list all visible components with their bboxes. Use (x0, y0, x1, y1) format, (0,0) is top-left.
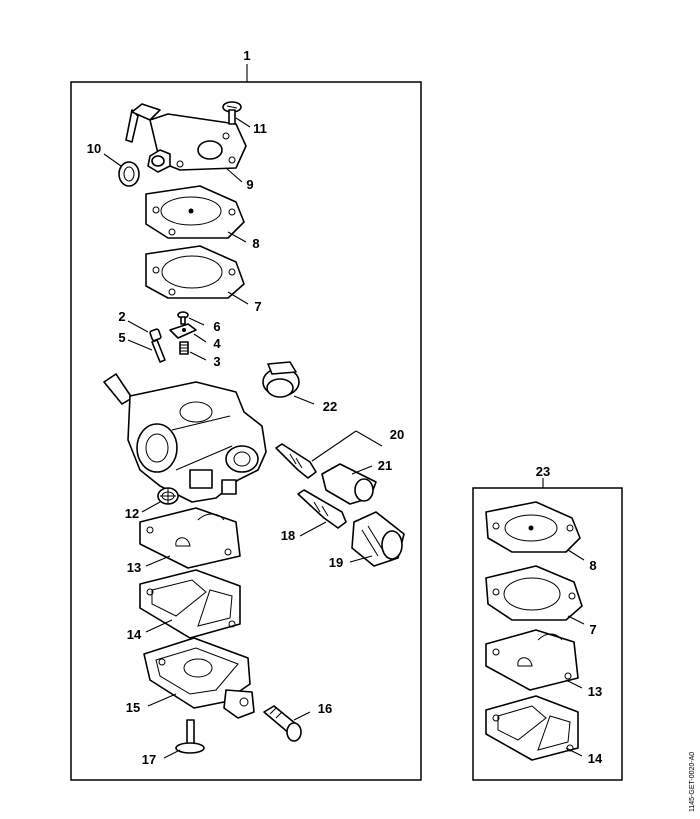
part-20-needle (275, 443, 317, 479)
part-10-o-ring (118, 161, 140, 187)
label-9: 9 (246, 177, 253, 192)
label-1: 1 (243, 48, 250, 63)
part-5-pin (151, 339, 166, 363)
gasket-kit-frame (472, 487, 623, 781)
kit-part-7-gasket (485, 565, 583, 621)
label-16: 16 (318, 701, 332, 716)
label-8: 8 (252, 236, 259, 251)
part-12-filter-screen (157, 487, 179, 505)
kit-part-8-diaphragm (485, 501, 581, 553)
kit-label-8: 8 (589, 558, 596, 573)
label-12: 12 (125, 506, 139, 521)
label-13: 13 (127, 560, 141, 575)
part-17-screw (175, 719, 205, 754)
label-7: 7 (254, 299, 261, 314)
kit-label-14: 14 (588, 751, 603, 766)
label-22: 22 (323, 399, 337, 414)
label-17: 17 (142, 752, 156, 767)
label-6: 6 (213, 319, 220, 334)
label-20: 20 (390, 427, 404, 442)
label-18: 18 (281, 528, 295, 543)
part-18-adjusting-screw (297, 489, 347, 529)
reference-code: 1145-GET-0020-A0 (689, 752, 696, 812)
label-15: 15 (126, 700, 140, 715)
part-7-gasket (145, 245, 245, 299)
label-2: 2 (118, 309, 125, 324)
label-14: 14 (127, 627, 142, 642)
part-2-needle-valve (149, 328, 162, 342)
part-21-limiter-cap (321, 463, 377, 505)
carburetor-assembly-frame (70, 81, 422, 781)
kit-label-13: 13 (588, 684, 602, 699)
label-10: 10 (87, 141, 101, 156)
label-3: 3 (213, 354, 220, 369)
part-11-screw (222, 101, 242, 125)
part-13-diaphragm (139, 507, 241, 569)
part-6-screw (177, 311, 189, 325)
part-14-gasket (139, 569, 241, 639)
part-15-end-cover (143, 637, 255, 719)
part-16-screw (263, 705, 302, 742)
kit-label-7: 7 (589, 622, 596, 637)
part-22-cap (262, 361, 300, 398)
label-5: 5 (118, 330, 125, 345)
label-11: 11 (253, 121, 267, 136)
part-3-spring (179, 341, 189, 355)
kit-part-14-gasket (485, 695, 579, 761)
part-8-diaphragm (145, 185, 245, 239)
kit-part-13-diaphragm (485, 629, 579, 691)
part-19-limiter-cap (351, 511, 405, 567)
label-19: 19 (329, 555, 343, 570)
part-4-lever (169, 323, 197, 339)
label-4: 4 (213, 336, 221, 351)
label-23: 23 (536, 464, 550, 479)
carburetor-body (103, 373, 267, 503)
label-21: 21 (378, 458, 392, 473)
part-9-pump-cover (125, 103, 247, 173)
